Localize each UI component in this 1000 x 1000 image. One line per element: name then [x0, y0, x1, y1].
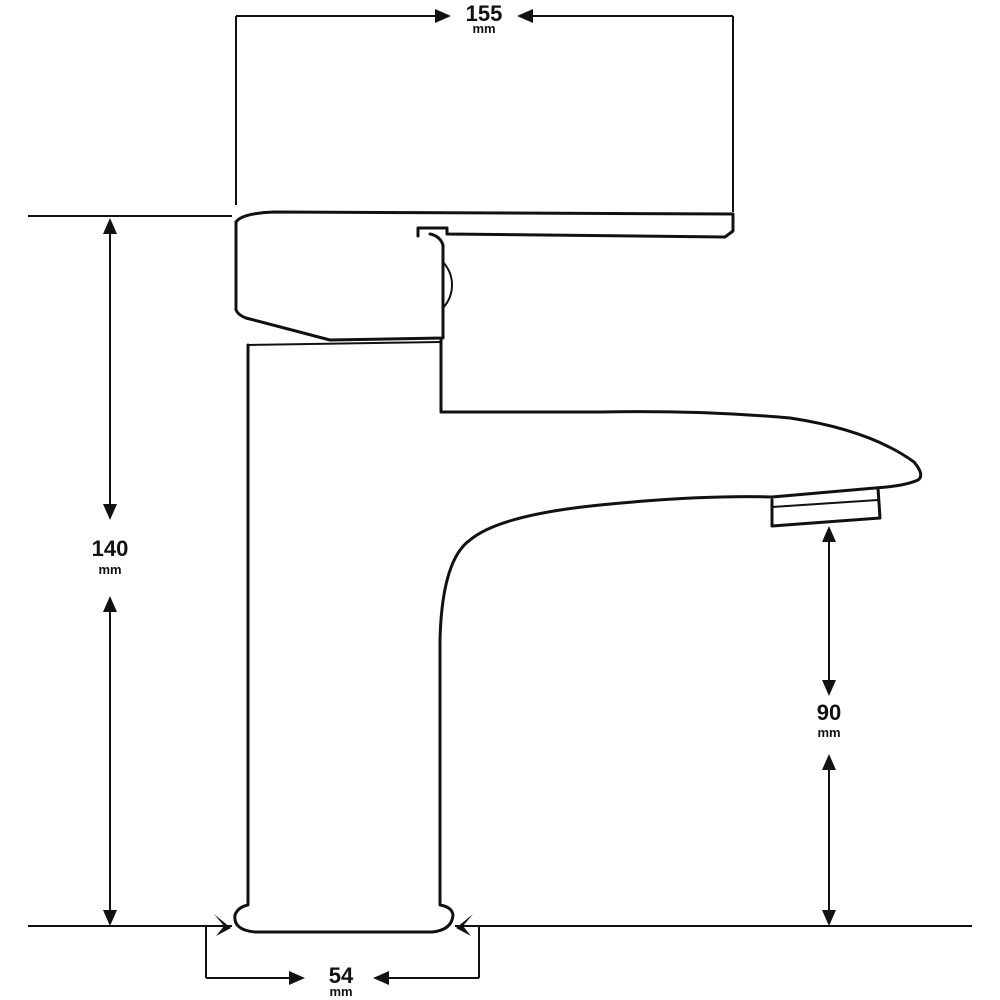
aerator-ring [771, 499, 879, 508]
dimension-140: 140 mm [28, 215, 232, 926]
arrowhead-diagonal [214, 914, 231, 936]
handle-body-seam [247, 341, 442, 346]
dimension-54-unit: mm [329, 984, 352, 999]
arrowhead-left [373, 971, 389, 985]
dimension-140-unit: mm [98, 562, 121, 577]
dimension-54: 54 mm [205, 914, 480, 999]
aerator [770, 486, 882, 528]
dimension-155-unit: mm [472, 21, 495, 36]
dimension-90: 90 mm [817, 526, 841, 926]
dimension-90-unit: mm [817, 725, 840, 740]
dimension-140-value: 140 [92, 536, 129, 561]
dimension-155-value: 155 [466, 1, 503, 26]
arrowhead-down [822, 910, 836, 926]
arrowhead-right [289, 971, 305, 985]
arrowhead-down [103, 504, 117, 520]
handle-lever [234, 210, 735, 239]
dimension-90-value: 90 [817, 700, 841, 725]
arrowhead-up [822, 526, 836, 542]
arrowhead-diagonal [456, 914, 473, 936]
arrowhead-up [103, 218, 117, 234]
arrowhead-down [822, 680, 836, 696]
arrowhead-right [435, 9, 451, 23]
handle-cartridge [234, 220, 445, 342]
dimension-155: 155 mm [235, 1, 734, 212]
tap-body [233, 338, 923, 934]
arrowhead-up [103, 596, 117, 612]
side-button [442, 261, 454, 309]
arrowhead-down [103, 910, 117, 926]
dimension-54-value: 54 [329, 963, 354, 988]
tap-outline [233, 210, 923, 934]
arrowhead-up [822, 754, 836, 770]
arrowhead-left [517, 9, 533, 23]
